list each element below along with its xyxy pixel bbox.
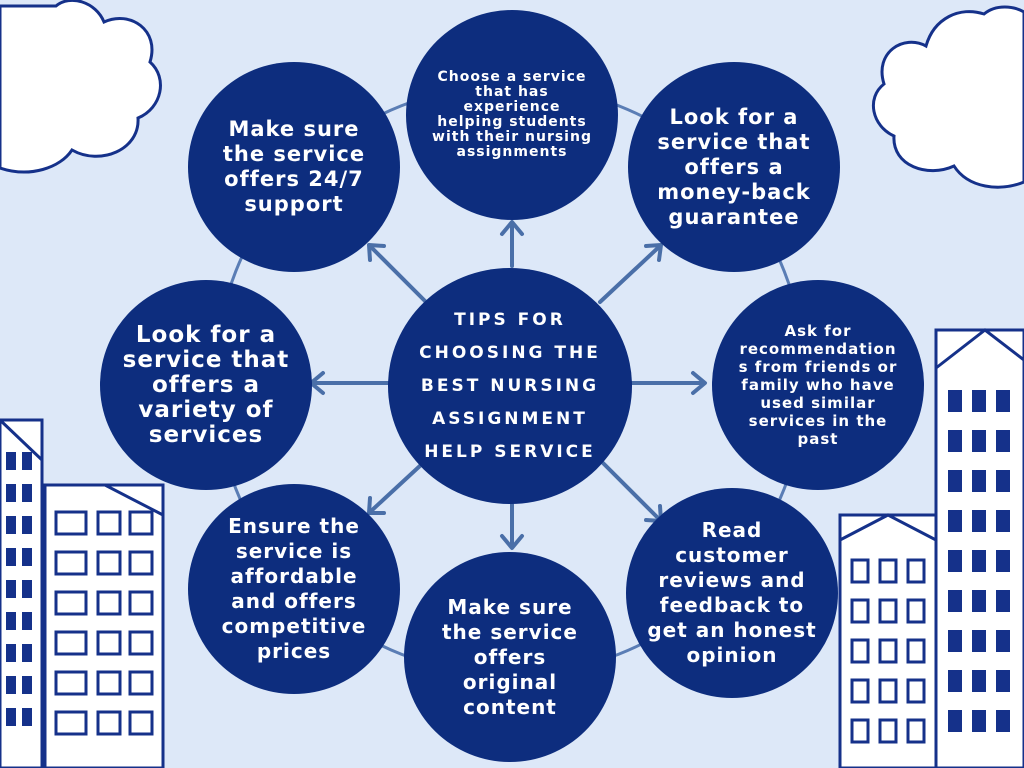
center-label-line: HELP SERVICE <box>424 441 596 462</box>
tip-text-line: Choose a service <box>437 69 587 85</box>
arrow-to-original-content <box>500 498 524 550</box>
tip-text-line: helping students <box>437 114 587 130</box>
tip-text-line: support <box>244 192 344 216</box>
tip-text-line: experience <box>463 99 561 115</box>
tip-text-line: service that <box>657 129 811 154</box>
center-label-line: TIPS FOR <box>454 309 566 330</box>
tip-text-line: the service <box>442 619 578 644</box>
arrow-to-variety <box>309 371 394 395</box>
tip-text-line: feedback to <box>659 593 805 617</box>
tip-text-line: Look for a <box>669 104 799 129</box>
tip-text-line: competitive <box>221 614 367 638</box>
tip-text-line: content <box>463 694 557 719</box>
tip-text-line: that has <box>475 84 549 100</box>
building-left-short <box>43 483 165 768</box>
tip-text-line: with their nursing <box>432 129 592 145</box>
tip-node-support: Make sure the service offers 24/7 suppor… <box>188 62 400 272</box>
tip-text-line: the service <box>222 142 366 166</box>
arrow-to-money-back <box>598 243 663 304</box>
tip-text-line: past <box>797 430 839 448</box>
center-label-line: CHOOSING THE <box>419 342 601 363</box>
center-label-line: BEST NURSING <box>420 375 600 396</box>
tip-node-money-back: Look for a service that offers a money-b… <box>628 62 840 272</box>
tip-text-line: opinion <box>686 643 778 667</box>
tip-text-line: recommendation <box>739 340 897 358</box>
tip-text-line: Read <box>701 518 763 542</box>
tip-text-line: Make sure <box>447 594 573 619</box>
tip-text-line: services in the <box>748 412 888 430</box>
building-left-tall <box>0 418 44 768</box>
tip-node-affordable: Ensure the service is affordable and off… <box>188 484 400 694</box>
tip-text-line: family who have <box>741 376 895 394</box>
tip-text-line: prices <box>256 639 332 663</box>
tip-text-line: Ask for <box>784 322 852 340</box>
center-node: TIPS FOR CHOOSING THE BEST NURSING ASSIG… <box>388 268 632 504</box>
tip-text-line: offers a <box>152 371 260 398</box>
arrow-to-affordable <box>367 462 424 515</box>
arrow-to-experience <box>500 220 524 268</box>
tip-text-line: service is <box>235 539 353 563</box>
tip-node-recommendations: Ask for recommendation s from friends or… <box>712 280 924 490</box>
tip-text-line: used similar <box>760 394 876 412</box>
tip-text-line: service that <box>122 346 290 373</box>
cloud-right <box>872 5 1024 189</box>
tip-text-line: services <box>148 421 264 448</box>
tip-text-line: Make sure <box>228 117 360 141</box>
center-label-line: ASSIGNMENT <box>432 408 588 429</box>
arrow-to-reviews <box>600 460 663 523</box>
tip-node-reviews: Read customer reviews and feedback to ge… <box>626 488 838 698</box>
tip-text-line: reviews and <box>658 568 806 592</box>
tip-text-line: guarantee <box>668 204 800 229</box>
arrow-to-recommendations <box>628 371 707 395</box>
tip-text-line: get an honest <box>647 618 817 642</box>
tip-text-line: s from friends or <box>738 358 898 376</box>
arrow-to-support <box>367 243 428 304</box>
tip-text-line: customer <box>675 543 789 567</box>
center-label: TIPS FOR CHOOSING THE BEST NURSING ASSIG… <box>419 304 601 469</box>
tip-text-line: original <box>462 669 558 694</box>
buildings-left <box>0 418 165 768</box>
tip-text-line: assignments <box>456 144 568 160</box>
tip-text-line: money-back <box>657 179 811 204</box>
tip-text-line: affordable <box>230 564 358 588</box>
tip-node-variety: Look for a service that offers a variety… <box>100 280 312 490</box>
tip-text-line: variety of <box>138 396 274 423</box>
tip-text-line: offers a <box>684 154 784 179</box>
tip-text-line: Ensure the <box>228 514 360 538</box>
tip-node-experience: Choose a service that has experience hel… <box>406 10 618 220</box>
buildings-right <box>838 328 1024 768</box>
tip-text-line: offers <box>473 644 547 669</box>
tip-node-original-content: Make sure the service offers original co… <box>404 552 616 762</box>
tip-text-line: Look for a <box>135 321 277 348</box>
tip-text-line: offers 24/7 <box>224 167 364 191</box>
cloud-left <box>0 0 162 174</box>
tip-text-line: and offers <box>231 589 357 613</box>
